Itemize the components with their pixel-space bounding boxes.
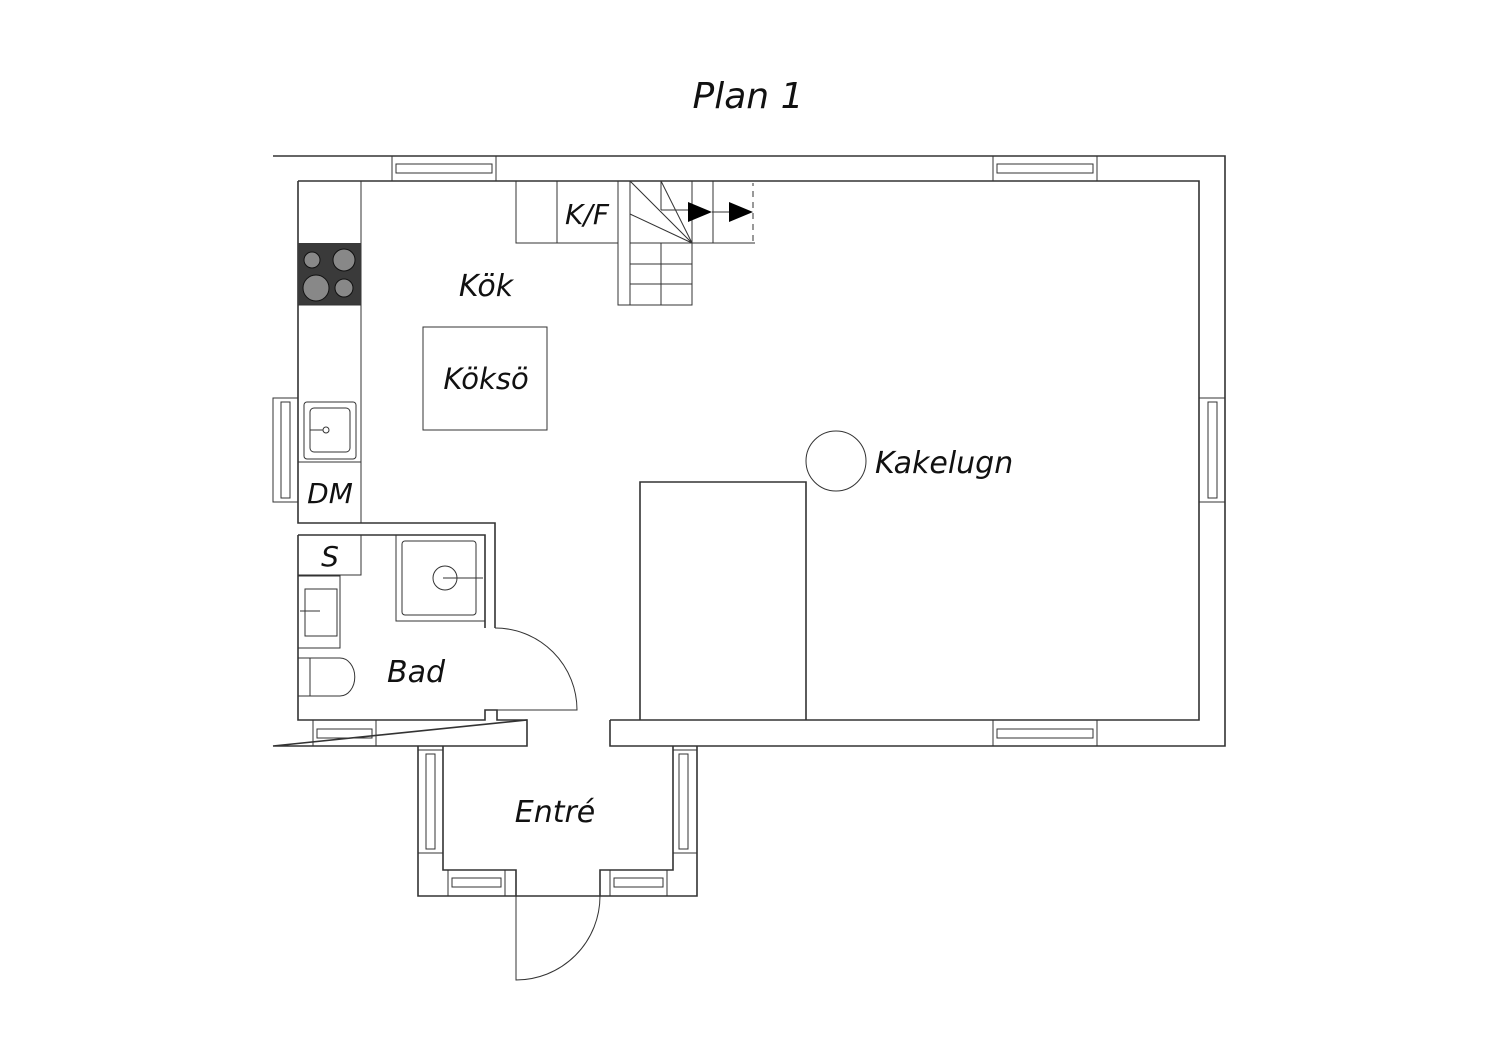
label-closet: S xyxy=(321,540,339,573)
window xyxy=(417,749,444,854)
window xyxy=(672,749,698,854)
shower-icon xyxy=(395,534,486,622)
window xyxy=(312,719,377,747)
windows xyxy=(272,155,1226,897)
label-island: Köksö xyxy=(443,362,528,396)
walls xyxy=(272,155,1226,897)
staircase xyxy=(617,180,755,306)
bathroom-fixtures xyxy=(297,534,486,697)
arrow-icon xyxy=(729,202,753,222)
window xyxy=(391,155,497,182)
kitchen-island xyxy=(422,326,548,431)
window xyxy=(609,869,668,897)
label-dishwasher: DM xyxy=(307,477,353,510)
sink-icon xyxy=(303,401,357,460)
room-labels: Kök K/F Köksö DM S Bad Entré Kakelugn xyxy=(307,198,1013,830)
window xyxy=(992,155,1098,182)
window xyxy=(447,869,506,897)
doors xyxy=(494,627,601,981)
kitchen-counter xyxy=(298,181,362,523)
bathroom-door xyxy=(494,627,578,711)
tiled-stove-icon xyxy=(805,430,867,492)
toilet-icon xyxy=(298,657,356,697)
plan-title: Plan 1 xyxy=(693,76,804,117)
label-stove: Kakelugn xyxy=(875,446,1013,481)
window xyxy=(1198,397,1226,503)
label-bathroom: Bad xyxy=(387,655,446,690)
label-kitchen: Kök xyxy=(459,269,515,304)
arrow-icon xyxy=(688,202,712,222)
washbasin-icon xyxy=(297,575,341,649)
entrance-door xyxy=(515,895,601,981)
window xyxy=(272,397,299,503)
window xyxy=(992,719,1098,747)
label-utility: K/F xyxy=(565,198,610,231)
label-entrance: Entré xyxy=(515,795,596,830)
